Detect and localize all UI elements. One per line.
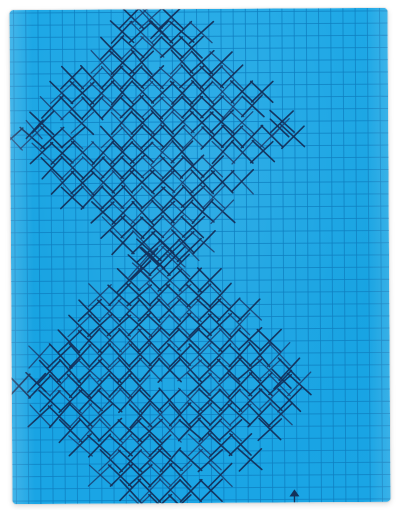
stitch-stroke xyxy=(60,97,82,120)
stitch-stroke xyxy=(232,170,254,192)
pencil-arrow-mark xyxy=(289,489,299,502)
grid-paper-drawing xyxy=(9,8,390,504)
stitch-stroke xyxy=(169,313,191,336)
stitch-stroke xyxy=(151,141,173,165)
stitch-stroke xyxy=(119,8,141,28)
stitch-stroke xyxy=(102,157,123,178)
stitch-stroke xyxy=(260,330,282,351)
stitch-stroke xyxy=(59,390,82,413)
stitch-stroke xyxy=(111,142,133,164)
arrow-head xyxy=(289,489,299,496)
stitch-stroke xyxy=(148,405,170,427)
stitch-stroke xyxy=(168,284,191,305)
stitch-stroke xyxy=(267,343,289,367)
stitch-stroke xyxy=(238,299,260,321)
stitch-stroke xyxy=(122,126,143,149)
stitch-stroke xyxy=(149,284,169,305)
stitch-stroke xyxy=(101,36,124,60)
stitch-stroke xyxy=(9,128,22,148)
stitch-stroke xyxy=(281,125,305,147)
stitch-stroke xyxy=(99,360,121,382)
stitch-stroke xyxy=(198,390,220,412)
stitch-stroke xyxy=(170,51,192,74)
stitch-stroke xyxy=(119,328,140,351)
stitch-stroke xyxy=(199,449,221,470)
stitch-stroke xyxy=(9,375,30,398)
stitch-stroke xyxy=(158,359,180,382)
stitch-stroke xyxy=(119,389,141,413)
stitch-stroke xyxy=(132,202,153,225)
stitch-stroke xyxy=(251,142,273,163)
stitch-stroke xyxy=(70,142,93,164)
stitch-stroke xyxy=(212,140,233,163)
stitch-stroke xyxy=(198,418,220,441)
stitch-stroke xyxy=(130,142,152,163)
stitch-stroke xyxy=(272,369,291,388)
stitch-stroke xyxy=(161,125,183,148)
stitch-stroke xyxy=(132,171,154,193)
grid-paper-sheet xyxy=(9,8,390,504)
stitch-stroke xyxy=(141,37,162,60)
stitch-stroke xyxy=(159,480,181,502)
stitch-stroke xyxy=(82,157,104,180)
stitch-stroke xyxy=(42,96,63,118)
stitch-stroke xyxy=(201,185,225,208)
stitch-stroke xyxy=(60,359,81,383)
